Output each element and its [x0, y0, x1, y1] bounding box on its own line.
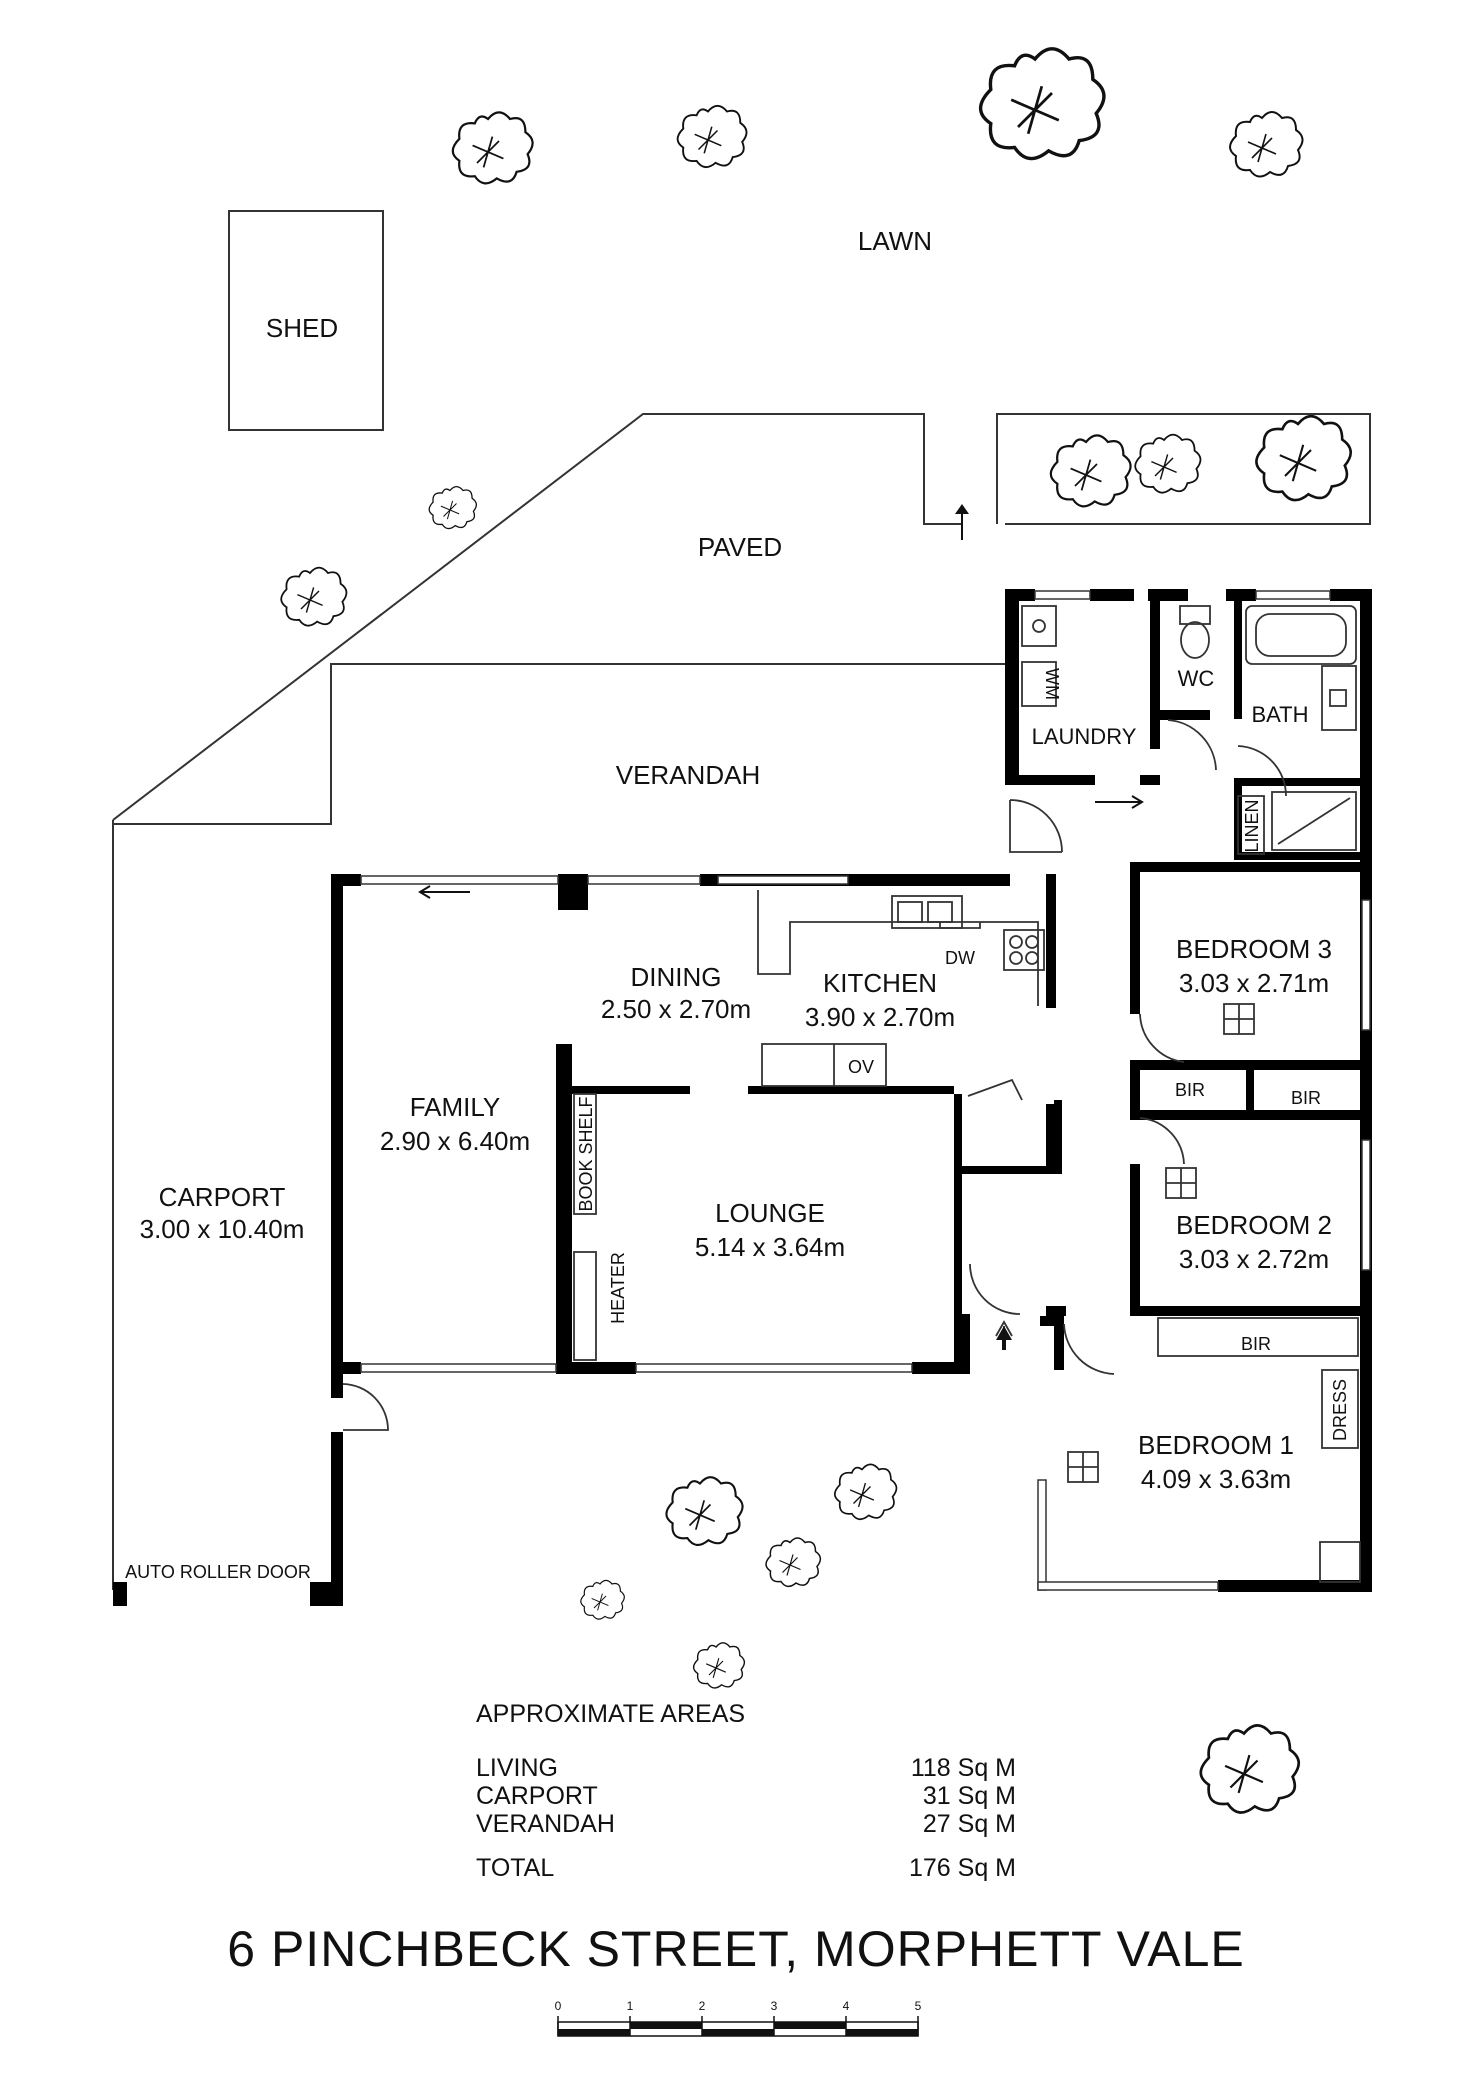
areas-heading: APPROXIMATE AREAS	[476, 1700, 746, 1728]
lounge-label: LOUNGE	[715, 1198, 825, 1228]
area-row: VERANDAH 27 Sq M	[476, 1810, 1016, 1838]
area-row: CARPORT 31 Sq M	[476, 1782, 1016, 1810]
bedroom2-dims: 3.03 x 2.72m	[1179, 1244, 1329, 1274]
shed-outline	[228, 210, 384, 431]
bedroom1-label: BEDROOM 1	[1138, 1430, 1294, 1460]
verandah-label: VERANDAH	[616, 760, 760, 790]
fixtures	[573, 605, 1361, 1583]
bir-label-2: BIR	[1291, 1088, 1321, 1108]
bir-label-1: BIR	[1175, 1080, 1205, 1100]
dining-dims: 2.50 x 2.70m	[601, 994, 751, 1024]
scale-bar: 0 1 2 3 4 5	[555, 1999, 922, 2037]
trees	[280, 47, 1353, 1814]
scale-tick-4: 4	[843, 1999, 850, 2013]
outdoor-outlines	[112, 210, 1371, 1590]
family-dims: 2.90 x 6.40m	[380, 1126, 530, 1156]
scale-tick-0: 0	[555, 1999, 562, 2013]
scale-tick-2: 2	[699, 1999, 706, 2013]
heater-label: HEATER	[608, 1252, 628, 1324]
lawn-label: LAWN	[858, 226, 932, 256]
wc-label: WC	[1178, 666, 1215, 691]
dress-label: DRESS	[1330, 1379, 1350, 1441]
doors	[342, 719, 1287, 1431]
scale-tick-5: 5	[915, 1999, 922, 2013]
labels: LAWN SHED PAVED VERANDAH CARPORT 3.00 x …	[125, 226, 1350, 1582]
kitchen-label: KITCHEN	[823, 968, 937, 998]
area-total-row: TOTAL 176 Sq M	[476, 1854, 1016, 1882]
windows	[360, 590, 1371, 1591]
family-label: FAMILY	[410, 1092, 501, 1122]
bir-label-3: BIR	[1241, 1334, 1271, 1354]
scale-tick-1: 1	[627, 1999, 634, 2013]
bedroom1-dims: 4.09 x 3.63m	[1141, 1464, 1291, 1494]
scale-tick-3: 3	[771, 1999, 778, 2013]
approximate-areas: APPROXIMATE AREAS LIVING 118 Sq M CARPOR…	[476, 1700, 1016, 1882]
paved-label: PAVED	[698, 532, 782, 562]
walls	[113, 589, 1372, 1606]
bedroom3-label: BEDROOM 3	[1176, 934, 1332, 964]
property-address: 6 PINCHBECK STREET, MORPHETT VALE	[227, 1921, 1245, 1977]
bedroom3-dims: 3.03 x 2.71m	[1179, 968, 1329, 998]
area-row: LIVING 118 Sq M	[476, 1754, 1016, 1782]
shed-label: SHED	[266, 313, 338, 343]
kitchen-dims: 3.90 x 2.70m	[805, 1002, 955, 1032]
bedroom2-label: BEDROOM 2	[1176, 1210, 1332, 1240]
linen-label: LINEN	[1242, 799, 1262, 852]
bath-label: BATH	[1251, 702, 1308, 727]
laundry-label: LAUNDRY	[1032, 724, 1137, 749]
dw-label: DW	[945, 948, 975, 968]
book-shelf-label: BOOK SHELF	[576, 1096, 596, 1211]
carport-dims: 3.00 x 10.40m	[140, 1214, 305, 1244]
carport-label: CARPORT	[159, 1182, 286, 1212]
dining-label: DINING	[631, 962, 722, 992]
ov-label: OV	[848, 1057, 874, 1077]
auto-roller-door-label: AUTO ROLLER DOOR	[125, 1562, 311, 1582]
lounge-dims: 5.14 x 3.64m	[695, 1232, 845, 1262]
wm-label: WM	[1042, 668, 1062, 700]
